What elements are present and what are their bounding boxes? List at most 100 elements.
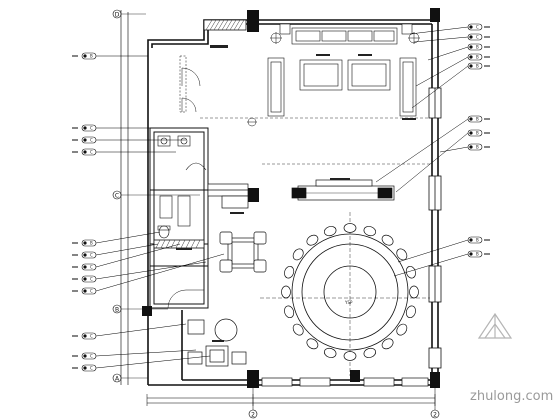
door-swings — [167, 55, 204, 309]
callout-label: B — [476, 64, 479, 69]
round-table-centerlines — [260, 212, 430, 376]
callout-label: C — [90, 289, 93, 294]
dimension-texts — [176, 45, 416, 342]
banquet-chair — [381, 234, 394, 246]
callout-label: C — [90, 253, 93, 258]
callout-label: B — [476, 45, 479, 50]
callout-label: B — [90, 54, 93, 59]
callout-label: C — [90, 150, 93, 155]
banquet-chair — [343, 351, 357, 361]
callout-left-1: C — [72, 124, 97, 132]
callout-left-3: C — [72, 148, 97, 156]
callout-label: C — [90, 126, 93, 131]
callout-right-3: B — [467, 53, 490, 61]
svg-text:C: C — [115, 193, 119, 200]
callout-right-4: B — [467, 62, 490, 70]
toilet-fixtures — [157, 135, 207, 239]
grid-axis-C: C — [112, 190, 122, 200]
callout-left-2: C — [72, 136, 97, 144]
callout-label: C — [90, 366, 93, 371]
callout-label: C — [476, 25, 479, 30]
callout-label: B — [476, 145, 479, 150]
banquet-chair — [284, 305, 295, 319]
leader-lines — [95, 26, 469, 369]
callout-label: B — [476, 117, 479, 122]
square-dining-set — [219, 231, 267, 273]
left-grid-line — [120, 10, 129, 385]
service-core — [149, 127, 209, 309]
callout-label: B — [476, 131, 479, 136]
bottom-dimension — [146, 388, 436, 410]
callout-left-7: C — [72, 275, 97, 283]
banquet-chair — [323, 226, 337, 237]
banquet-chair — [306, 338, 319, 350]
callout-left-11: C — [72, 364, 97, 372]
round-table-label: YSP — [344, 300, 353, 305]
callout-left-4: B — [72, 239, 97, 247]
callout-label: C — [90, 265, 93, 270]
grid-axis-D: D — [112, 9, 122, 19]
callout-label: C — [476, 35, 479, 40]
banquet-chair — [363, 347, 377, 358]
callout-label: C — [90, 138, 93, 143]
grid-axis-2-right: 2 — [430, 409, 440, 419]
banquet-chair — [323, 347, 337, 358]
svg-text:zhulong.com: zhulong.com — [470, 389, 553, 404]
banquet-chair — [284, 265, 295, 279]
right-windows — [428, 87, 442, 369]
banquet-chair — [292, 323, 304, 336]
lamp-icons — [247, 32, 420, 127]
banquet-chair — [306, 234, 319, 246]
lounge-sofas — [267, 23, 417, 117]
svg-text:D: D — [115, 12, 120, 19]
callout-label: C — [90, 354, 93, 359]
svg-text:2: 2 — [251, 412, 255, 419]
columns — [142, 8, 440, 388]
callout-left-5: C — [72, 251, 97, 259]
callout-left-8: C — [72, 287, 97, 295]
grid-axis-2-left: 2 — [248, 409, 258, 419]
small-round-table — [187, 318, 247, 367]
banquet-chair — [396, 248, 408, 261]
callout-right-8: B — [467, 236, 490, 244]
callout-label: C — [90, 277, 93, 282]
banquet-chair — [343, 223, 357, 233]
callout-label: B — [90, 241, 93, 246]
callout-left-9: C — [72, 332, 97, 340]
callout-left-0: B — [72, 52, 97, 60]
callout-right-2: B — [467, 43, 490, 51]
callout-right-0: C — [467, 23, 490, 31]
watermark: zhulong.com — [470, 312, 553, 404]
callout-right-9: B — [467, 250, 490, 258]
banquet-chair — [405, 265, 416, 279]
callout-left-6: C — [72, 263, 97, 271]
banquet-chair — [396, 323, 408, 336]
hatched-wall — [203, 19, 247, 31]
banquet-chair — [292, 248, 304, 261]
callout-right-1: C — [467, 33, 490, 41]
banquet-chairs — [281, 223, 419, 361]
banquet-chair — [409, 285, 419, 299]
callout-left-10: C — [72, 352, 97, 360]
banquet-chair — [405, 305, 416, 319]
svg-text:B: B — [115, 307, 119, 314]
banquet-chair — [281, 285, 291, 299]
grid-axis-B: B — [112, 304, 122, 314]
callout-right-6: B — [467, 129, 490, 137]
bottom-windows — [261, 377, 429, 387]
callout-right-7: B — [467, 143, 490, 151]
svg-text:A: A — [115, 376, 120, 383]
grid-axis-A: A — [112, 373, 122, 383]
callout-label: C — [90, 334, 93, 339]
callout-label: B — [476, 238, 479, 243]
banquet-chair — [381, 338, 394, 350]
svg-text:2: 2 — [433, 412, 437, 419]
kitchen-counter — [153, 239, 205, 249]
callout-label: B — [476, 55, 479, 60]
callout-right-5: B — [467, 115, 490, 123]
callout-label: B — [476, 252, 479, 257]
service-counter — [207, 183, 249, 209]
banquet-chair — [363, 226, 377, 237]
